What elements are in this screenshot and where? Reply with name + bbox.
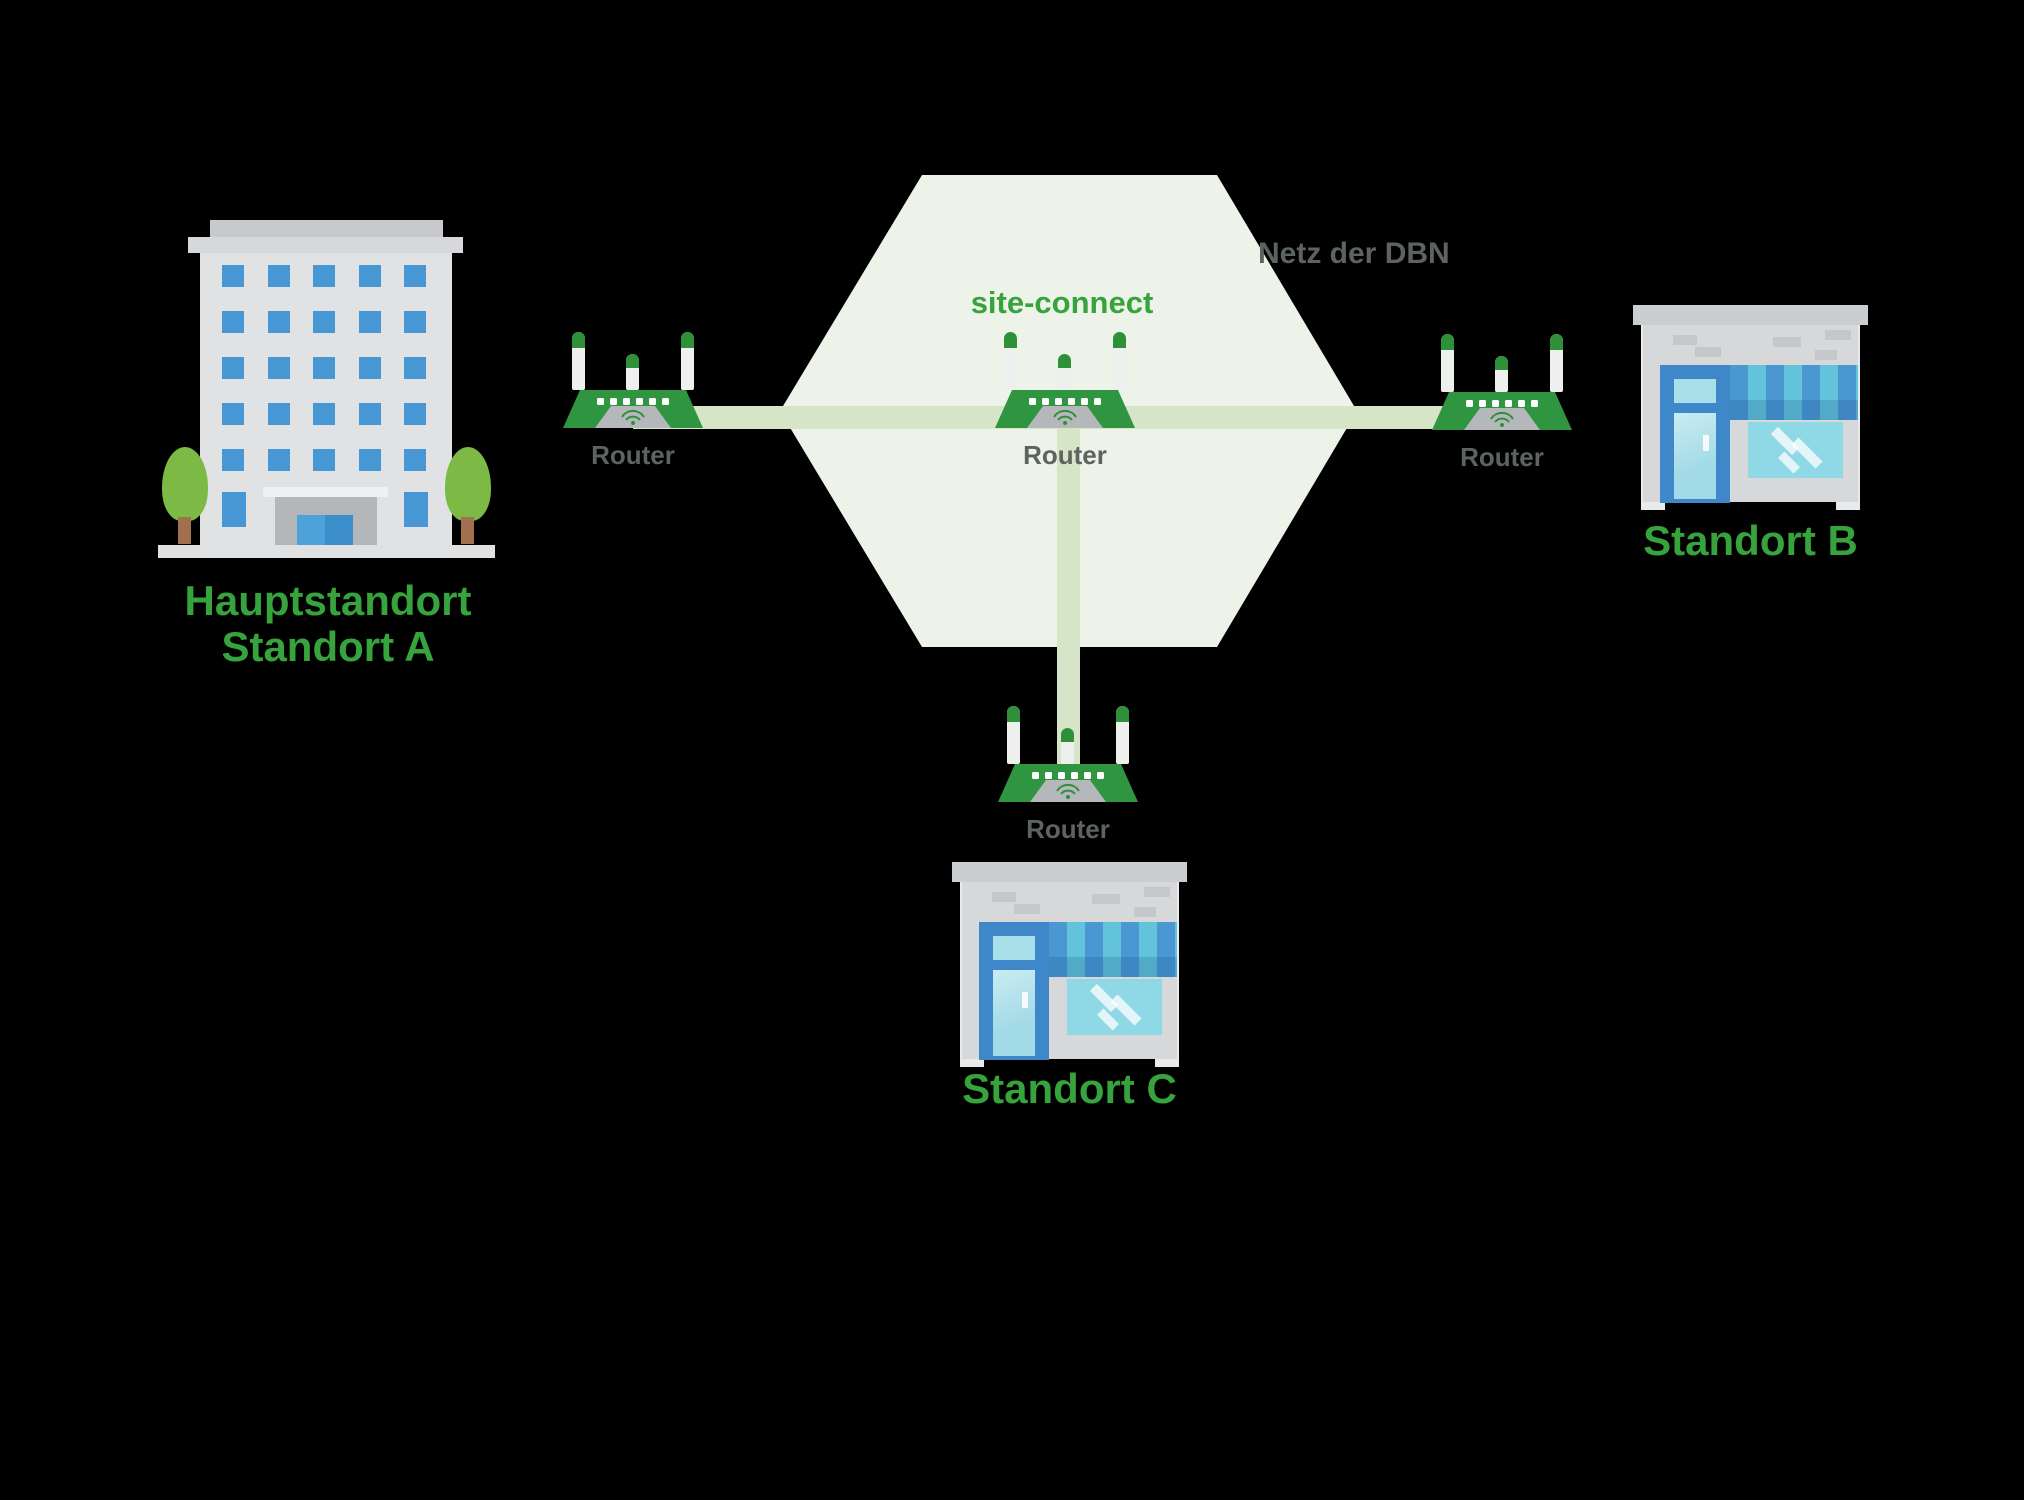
site-c-label: Standort C — [962, 1065, 1177, 1112]
led-strip — [597, 398, 671, 405]
store-door-window — [993, 936, 1035, 960]
brick — [1092, 894, 1120, 904]
netz-der-dbn-label: Netz der DBN — [1258, 237, 1450, 270]
brick — [992, 892, 1016, 902]
building-window — [404, 492, 428, 527]
led-strip — [1466, 400, 1540, 407]
wifi-icon — [1490, 412, 1514, 427]
shop-window — [1748, 422, 1843, 478]
antenna-icon — [1007, 706, 1020, 764]
tree-trunk — [461, 517, 474, 544]
brick — [1014, 904, 1040, 914]
store-door-window — [1674, 379, 1716, 403]
link-vertical — [1057, 417, 1080, 790]
router-label: Router — [1023, 440, 1107, 470]
antenna-icon — [1441, 334, 1454, 392]
led-strip — [1032, 772, 1106, 779]
wifi-icon — [1053, 410, 1077, 425]
store-roof — [952, 862, 1187, 882]
store-roof — [1633, 305, 1868, 325]
router-label: Router — [1026, 814, 1110, 844]
router-right — [1432, 334, 1572, 430]
office-building-icon — [158, 220, 495, 558]
antenna-icon — [1004, 332, 1017, 390]
brick — [1815, 350, 1837, 360]
antenna-icon — [1058, 354, 1071, 390]
site-a-line1: Hauptstandort — [184, 577, 472, 624]
shop-window — [1067, 979, 1162, 1035]
site-connect-label: site-connect — [970, 285, 1154, 320]
brick — [1695, 347, 1721, 357]
building-cornice — [188, 237, 463, 253]
antenna-icon — [1495, 356, 1508, 392]
antenna-icon — [1550, 334, 1563, 392]
storefront-b-icon — [1633, 305, 1868, 510]
antenna-icon — [1116, 706, 1129, 764]
brick — [1773, 337, 1801, 347]
router-left — [563, 332, 703, 428]
router-label: Router — [591, 440, 675, 470]
door-handle — [1022, 992, 1028, 1008]
router-label: Router — [1460, 442, 1544, 472]
led-strip — [1029, 398, 1103, 405]
antenna-icon — [681, 332, 694, 390]
brick — [1134, 907, 1156, 917]
store-door-glass — [993, 970, 1035, 1056]
building-base — [158, 545, 495, 558]
entrance-canopy — [263, 487, 388, 497]
entrance-door — [297, 515, 353, 545]
store-awning-shade — [1730, 400, 1858, 420]
building-roof — [210, 220, 443, 237]
building-windows — [222, 265, 426, 471]
door-handle — [1703, 435, 1709, 451]
wifi-icon — [1056, 784, 1080, 799]
storefront-c-icon — [952, 862, 1187, 1067]
antenna-icon — [626, 354, 639, 390]
brick — [1825, 330, 1851, 340]
building-window — [222, 492, 246, 527]
store-awning — [1049, 922, 1177, 977]
router-bottom — [998, 706, 1138, 802]
site-a-line2: Standort A — [221, 623, 435, 670]
store-awning — [1730, 365, 1858, 420]
router-center — [995, 332, 1135, 428]
site-a-label: Hauptstandort Standort A — [128, 578, 528, 670]
tree-icon — [162, 447, 208, 521]
tree-icon — [445, 447, 491, 521]
wifi-icon — [621, 410, 645, 425]
brick — [1144, 887, 1170, 897]
tree-trunk — [178, 517, 191, 544]
brick — [1673, 335, 1697, 345]
site-b-label: Standort B — [1643, 517, 1858, 564]
store-door-glass — [1674, 413, 1716, 499]
antenna-icon — [1113, 332, 1126, 390]
antenna-icon — [572, 332, 585, 390]
antenna-icon — [1061, 728, 1074, 764]
store-awning-shade — [1049, 957, 1177, 977]
